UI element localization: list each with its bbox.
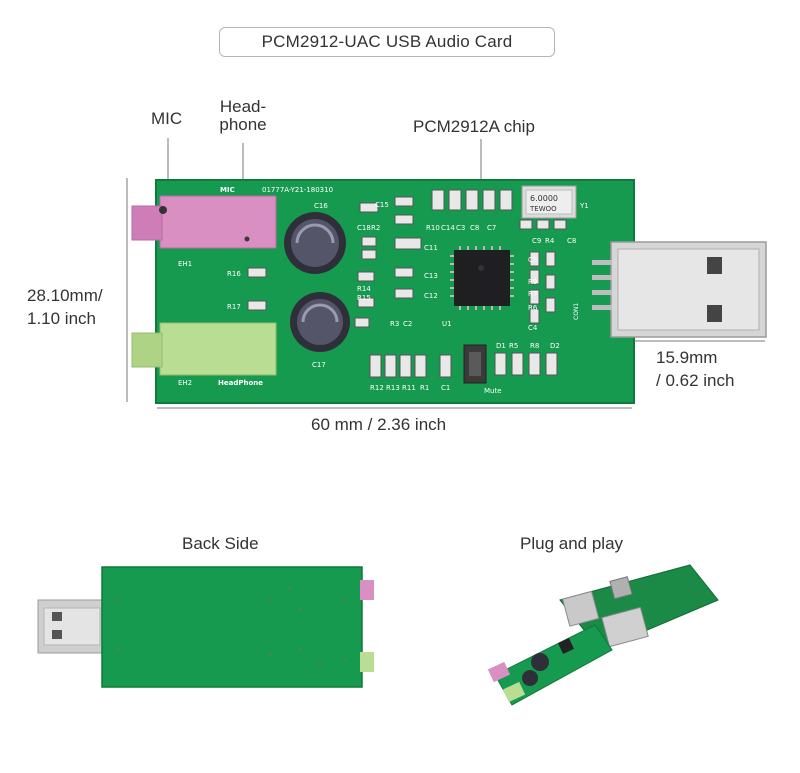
pcb-ref-c9: C9 bbox=[532, 237, 541, 245]
pcb-silkscreen: 01777A-Y21-180310 MIC EH1 EH2 HeadPhone … bbox=[178, 186, 589, 395]
pcb-ref-c5: C5 bbox=[528, 256, 537, 264]
headphone-label-line1: Head- bbox=[219, 97, 267, 116]
pcb-back-side bbox=[37, 566, 374, 688]
pcb-ref-c2: C2 bbox=[403, 320, 412, 328]
capacitor-c17 bbox=[290, 292, 350, 352]
crystal-frequency-text: 6.0000 bbox=[530, 194, 558, 203]
pcb-ref-r17: R17 bbox=[227, 303, 241, 311]
usb-dimension-label: 15.9mm / 0.62 inch bbox=[656, 349, 734, 390]
pcb-ref-r14: R14 bbox=[357, 285, 371, 293]
headphone-label: Head- phone bbox=[214, 98, 272, 134]
pcb-ref-c8b: C8 bbox=[567, 237, 576, 245]
pcm2912a-chip bbox=[450, 246, 514, 310]
width-dimension-label: 60 mm / 2.36 inch bbox=[311, 415, 447, 434]
page-title: PCM2912-UAC USB Audio Card bbox=[219, 27, 555, 57]
pcb-ref-c15: C15 bbox=[375, 201, 389, 209]
pcb-u1-text: U1 bbox=[442, 320, 452, 328]
pcb-ref-c8: C8 bbox=[470, 224, 479, 232]
pcb-ref-c1: C1 bbox=[441, 384, 450, 392]
headphone-label-line2: phone bbox=[219, 114, 267, 134]
headphone-jack bbox=[131, 322, 277, 376]
height-dimension-label: 28.10mm/ 1.10 inch bbox=[27, 287, 103, 328]
pcb-ref-r11: R11 bbox=[402, 384, 416, 392]
pcb-ref-r5: R5 bbox=[509, 342, 518, 350]
plug-and-play-photo bbox=[487, 564, 719, 706]
mic-jack bbox=[131, 195, 277, 249]
pcb-ref-r9: R9 bbox=[528, 278, 537, 286]
pcb-ref-r2: R2 bbox=[371, 224, 380, 232]
pcb-ref-r6: R6 bbox=[528, 304, 538, 312]
pcb-ref-r16: R16 bbox=[227, 270, 241, 278]
pcb-ref-d2: D2 bbox=[550, 342, 560, 350]
pcb-headphone-text: HeadPhone bbox=[218, 379, 263, 387]
pcb-y1-text: Y1 bbox=[579, 202, 589, 210]
pcb-ref-c14: C14 bbox=[441, 224, 455, 232]
pcb-ref-r1: R1 bbox=[420, 384, 429, 392]
pcb-eh1-text: EH1 bbox=[178, 260, 192, 268]
pcb-eh2-text: EH2 bbox=[178, 379, 192, 387]
pcb-mic-text: MIC bbox=[220, 186, 235, 194]
usb-dimension-line2: / 0.62 inch bbox=[656, 370, 735, 390]
pcb-mute-text: Mute bbox=[484, 387, 502, 395]
pcb-ref-r7: R7 bbox=[528, 290, 537, 298]
pcb-ref-r3: R3 bbox=[390, 320, 399, 328]
pcb-ref-r10: R10 bbox=[426, 224, 440, 232]
usb-connector bbox=[592, 241, 767, 338]
pcb-ref-c7: C7 bbox=[487, 224, 496, 232]
chip-label: PCM2912A chip bbox=[413, 117, 535, 136]
plug-and-play-label: Plug and play bbox=[520, 534, 624, 553]
capacitor-c16 bbox=[284, 212, 346, 274]
pcb-ref-d1: D1 bbox=[496, 342, 506, 350]
mic-label: MIC bbox=[151, 109, 183, 128]
pcb-front: 01777A-Y21-180310 MIC EH1 EH2 HeadPhone … bbox=[131, 179, 767, 404]
back-pcb-board bbox=[101, 566, 363, 688]
pcb-code-text: 01777A-Y21-180310 bbox=[262, 186, 333, 194]
pcb-ref-c4: C4 bbox=[528, 324, 538, 332]
pcb-ref-c12: C12 bbox=[424, 292, 438, 300]
pcb-con1-text: CON1 bbox=[573, 303, 580, 320]
crystal-brand-text: TEWOO bbox=[529, 205, 557, 213]
pcb-ref-c18: C18 bbox=[357, 224, 371, 232]
height-dimension-line2: 1.10 inch bbox=[27, 308, 96, 328]
pcb-ref-c16: C16 bbox=[314, 202, 328, 210]
pcb-ref-r12: R12 bbox=[370, 384, 384, 392]
pcb-ref-r15: R15 bbox=[357, 294, 371, 302]
pcb-ref-c11: C11 bbox=[424, 244, 438, 252]
pcb-ref-c17: C17 bbox=[312, 361, 326, 369]
back-side-label: Back Side bbox=[182, 534, 259, 553]
pcb-ref-c3: C3 bbox=[456, 224, 465, 232]
pcb-ref-r13: R13 bbox=[386, 384, 400, 392]
pcb-ref-r4: R4 bbox=[545, 237, 555, 245]
smd-components bbox=[247, 189, 567, 378]
pcb-ref-r8: R8 bbox=[530, 342, 539, 350]
usb-dimension-line1: 15.9mm bbox=[656, 348, 718, 367]
pcb-ref-c13: C13 bbox=[424, 272, 438, 280]
height-dimension-line1: 28.10mm/ bbox=[27, 286, 103, 305]
